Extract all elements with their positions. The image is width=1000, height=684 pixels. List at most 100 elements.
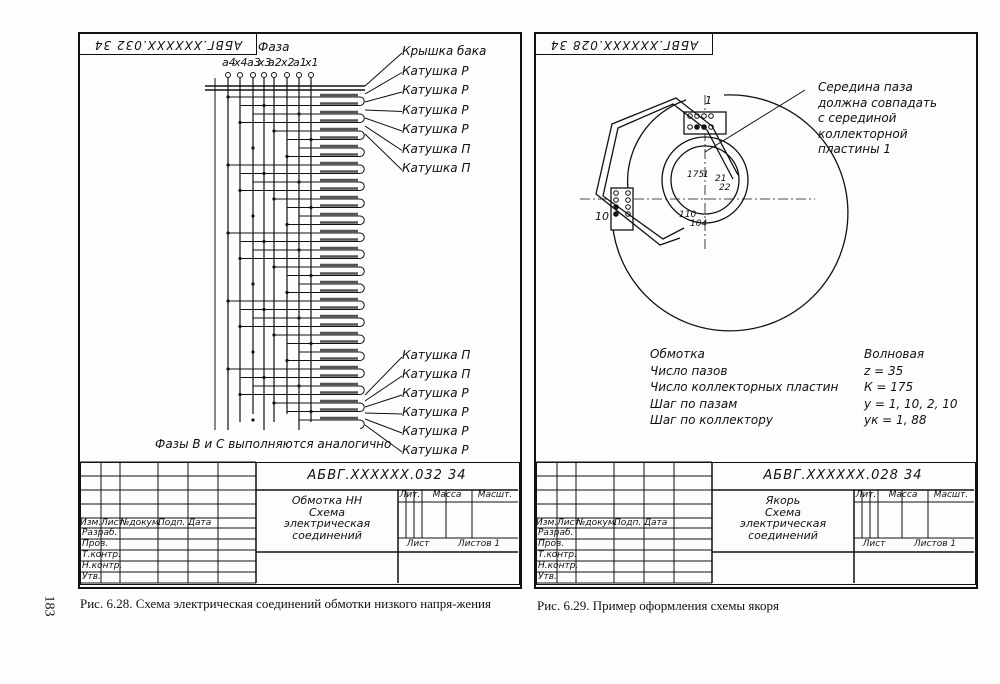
leader-line: [364, 424, 403, 453]
coil-loop: [359, 198, 365, 208]
conductor-icon: [613, 190, 619, 196]
coil-loop: [359, 283, 365, 293]
mass-header: Масса: [432, 490, 462, 500]
param-value: z = 35: [864, 363, 904, 378]
right-caption: Рис. 6.29. Пример оформления схемы якоря: [537, 598, 780, 613]
conductor-icon: [708, 113, 714, 119]
terminal-icon: [296, 72, 302, 78]
leader-line: [364, 91, 403, 103]
callout-label: Катушка Р: [402, 63, 469, 78]
coil-loop: [359, 232, 365, 242]
terminal-icon: [261, 72, 267, 78]
role-label: Пров.: [538, 539, 565, 549]
armature-outer-circle: [611, 94, 849, 332]
leader-line: [364, 117, 403, 132]
sheet-label: Лист: [862, 539, 886, 549]
role-label: Пров.: [82, 539, 109, 549]
callout-label: Катушка П: [402, 348, 471, 362]
left-drawing-frame: [78, 32, 522, 589]
sheets-label: Листов 1: [457, 539, 501, 549]
armature-slot-edge: [626, 99, 687, 191]
callout-line: с серединой: [818, 111, 897, 125]
callout-label: Катушка Р: [402, 405, 469, 419]
lit-header: Лит.: [399, 490, 421, 500]
right-stamp-code: АБВГ.XXXXXX.028 34: [535, 33, 713, 55]
callout-line: должна совпадать: [818, 95, 938, 110]
role-label: Т.контр.: [538, 550, 578, 560]
title-block-code: АБВГ.XXXXXX.032 34: [307, 468, 467, 483]
leader-line: [364, 109, 403, 112]
scale-header: Масшт.: [477, 490, 513, 500]
junction-dot: [251, 418, 255, 422]
leader-line: [364, 394, 403, 408]
terminal-icon: [225, 72, 231, 78]
role-label: Н.контр.: [82, 561, 123, 571]
callout-label: Катушка Р: [402, 83, 469, 97]
param-name: Число пазов: [650, 363, 728, 378]
commutator-bar-label: 110: [679, 210, 697, 220]
leader-line: [364, 133, 403, 171]
terminal-label: a3: [247, 56, 261, 69]
callout-leader: [704, 89, 806, 153]
conductor-icon: [687, 124, 693, 130]
column-header: Изм.: [80, 518, 102, 528]
callout-label: Крышка бака: [402, 44, 487, 58]
column-header: Изм.: [536, 518, 558, 528]
callout-label: Катушка П: [402, 161, 471, 175]
param-value: y = 1, 10, 2, 10: [864, 396, 958, 411]
coil-loop: [359, 266, 365, 276]
terminal-label: x4: [234, 56, 248, 69]
coil-loop: [359, 419, 365, 429]
slot-label-1: 1: [705, 94, 712, 107]
conductor-icon: [694, 124, 700, 130]
phase-label: Фаза: [258, 40, 290, 54]
page-number: 183: [41, 595, 57, 617]
callout-label: Катушка Р: [402, 424, 469, 438]
left-caption: Рис. 6.28. Схема электрическая соединени…: [80, 596, 491, 611]
coil-loop: [359, 113, 365, 123]
commutator-bar-label: 104: [690, 219, 708, 229]
coil-loop: [359, 402, 365, 412]
callout-label: Катушка П: [402, 367, 471, 381]
title-block-name-line: соединений: [748, 528, 818, 542]
callout-label: Катушка П: [402, 141, 471, 156]
terminal-icon: [237, 72, 243, 78]
coil-loop: [359, 300, 365, 310]
role-label: Разраб.: [82, 528, 118, 538]
coil-loop: [359, 215, 365, 225]
column-header: Дата: [644, 518, 668, 528]
column-header: Лист: [557, 518, 580, 528]
coil-loop: [359, 334, 365, 344]
terminal-label: x1: [305, 56, 319, 69]
terminal-label: a2: [268, 56, 282, 69]
callout-label: Катушка Р: [402, 386, 469, 400]
column-header: Дата: [188, 518, 212, 528]
callout-line: Середина паза: [818, 80, 913, 94]
sheet-label: Лист: [406, 539, 430, 549]
column-header: №докум.: [120, 518, 162, 528]
coil-loop: [359, 368, 365, 378]
terminal-icon: [271, 72, 277, 78]
terminal-icon: [308, 72, 314, 78]
param-name: Число коллекторных пластин: [650, 380, 839, 394]
param-name: Обмотка: [650, 347, 705, 361]
leader-line: [364, 412, 403, 415]
leader-line: [364, 125, 403, 151]
conductor-icon: [613, 197, 619, 203]
sheets-label: Листов 1: [913, 539, 957, 549]
callout-label: Катушка Р: [402, 443, 469, 457]
coil-loop: [359, 181, 365, 191]
commutator-bar-label: 1: [703, 170, 709, 180]
conductor-icon: [625, 204, 631, 210]
coil-path: [602, 103, 734, 240]
leader-line: [364, 418, 403, 434]
title-block-name-line: электрическая: [283, 517, 371, 530]
leader-line: [364, 375, 403, 402]
phases-note: Фазы В и С выполняются аналогично: [155, 437, 392, 451]
conductor-icon: [701, 113, 707, 119]
slot-1: [683, 111, 727, 135]
title-block-name-line: Якорь: [765, 494, 801, 507]
title-block-code: АБВГ.XXXXXX.028 34: [763, 468, 923, 483]
